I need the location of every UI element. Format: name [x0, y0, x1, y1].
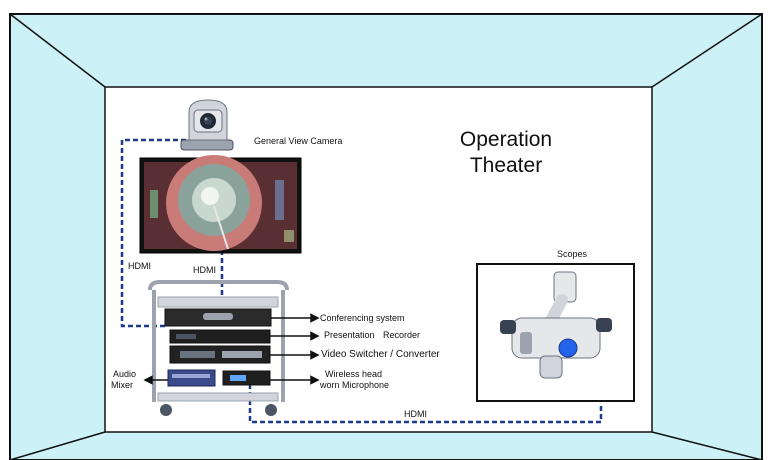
wireless-receiver-unit: [222, 370, 271, 386]
hdmi-connections: [120, 138, 603, 424]
camera-label: General View Camera: [254, 136, 343, 146]
audio-label-line1: Audio: [113, 369, 137, 379]
presentation-label: Presentation: [324, 330, 375, 340]
surgical-microscope-icon: [500, 271, 612, 379]
audio-label-line2: Mixer: [111, 380, 133, 390]
conferencing-label: Conferencing system: [320, 313, 405, 323]
room-perspective-lines: [9, 13, 763, 460]
hdmi-monitor-label: HDMI: [193, 265, 216, 275]
mic-label-line2: worn Microphone: [320, 380, 390, 390]
ptz-camera-icon: [180, 99, 234, 151]
device-arrows: [143, 313, 320, 385]
recorder-label: Recorder: [383, 330, 421, 340]
scopes-label: Scopes: [557, 249, 588, 259]
switcher-label: Video Switcher / Converter: [321, 349, 440, 360]
hdmi-camera-to-cart: [120, 138, 186, 328]
room-title-line2: Theater: [469, 154, 543, 177]
av-equipment-cart: [148, 280, 289, 416]
room-title-line1: Operation: [459, 128, 553, 151]
hdmi-left-label: HDMI: [128, 261, 151, 271]
mic-label-line1: Wireless head: [325, 369, 383, 379]
surgical-monitor: [139, 155, 302, 254]
hdmi-bottom-label: HDMI: [404, 409, 427, 419]
hdmi-cart-to-scopes: [248, 384, 603, 424]
